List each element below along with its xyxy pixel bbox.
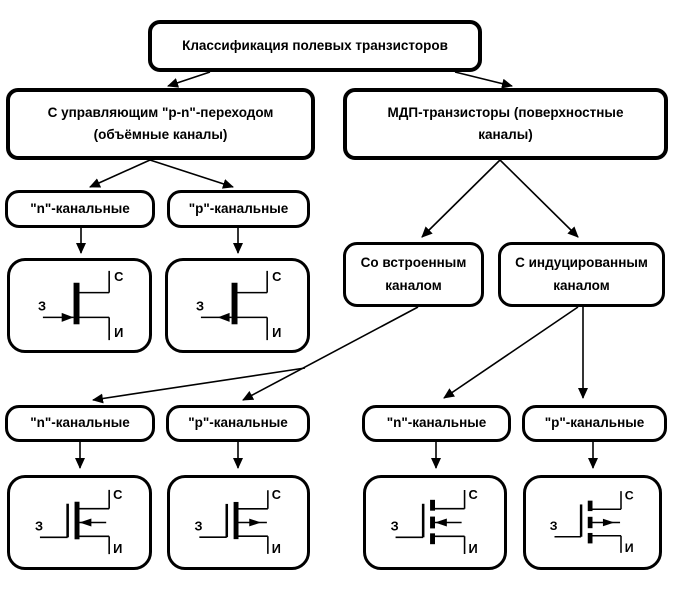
gate-label: З	[550, 519, 558, 533]
induced-label-line1: С индуцированным	[515, 255, 648, 271]
jfet-n-symbol-box: З С И	[7, 258, 152, 353]
arrow-induced-to-n	[443, 306, 579, 399]
gate-label: З	[38, 298, 46, 313]
mosfet-built-n-symbol: З С И	[35, 487, 122, 556]
mosfet-induced-p-label: "p"-канальные	[544, 415, 645, 431]
source-label: И	[113, 541, 122, 556]
mosfet-built-p-symbol-box: З С И	[167, 475, 310, 570]
drain-label: С	[469, 487, 478, 502]
source-label: И	[272, 541, 281, 556]
drain-label: С	[114, 269, 123, 284]
title-box: Классификация полевых транзисторов	[148, 20, 482, 72]
arrow-mdp-to-built	[421, 159, 501, 238]
drain-label: С	[272, 269, 281, 284]
pn-junction-label-line1: С управляющим "p-n"-переходом	[47, 104, 274, 120]
mdp-label-line1: МДП-транзисторы (поверхностные	[387, 104, 624, 120]
mosfet-built-p-label-box: "p"-канальные	[166, 405, 310, 442]
jfet-n-label-box: "n"-канальные	[5, 190, 155, 228]
arrow-mdp-to-induced	[499, 159, 579, 238]
substrate-arrow-in	[435, 518, 447, 527]
source-label: И	[625, 541, 634, 555]
mosfet-built-n-symbol-box: З С И	[7, 475, 152, 570]
mosfet-induced-p-symbol-box: З С И	[523, 475, 662, 570]
arrow-title-to-mdp	[454, 71, 513, 89]
built-label-line1: Со встроенным	[360, 255, 467, 271]
gate-label: З	[194, 518, 202, 533]
gate-label: З	[35, 518, 43, 533]
arrow-built-to-n	[92, 367, 306, 404]
arrow-pn-to-n	[89, 159, 151, 188]
jfet-p-symbol: З С И	[196, 269, 281, 340]
source-label: И	[469, 541, 478, 556]
drain-label: С	[272, 487, 281, 502]
jfet-n-label: "n"-канальные	[30, 200, 130, 216]
substrate-arrow-out	[602, 518, 615, 527]
source-label: И	[272, 325, 281, 340]
jfet-p-label-box: "p"-канальные	[167, 190, 310, 228]
source-label: И	[114, 325, 123, 340]
arrow-title-to-pn	[167, 71, 211, 88]
mosfet-built-n-label-box: "n"-канальные	[5, 405, 155, 442]
arrow-pn-to-p	[149, 159, 234, 189]
built-channel-box: Со встроенным каналом	[343, 242, 484, 307]
gate-label: З	[196, 298, 204, 313]
gate-label: З	[391, 518, 399, 533]
gate-arrow-out	[217, 312, 230, 322]
induced-label-line2: каналом	[553, 277, 610, 293]
drain-label: С	[625, 489, 634, 503]
mosfet-induced-n-label: "n"-канальные	[386, 415, 487, 431]
pn-junction-label-line2: (объёмные каналы)	[93, 127, 228, 142]
built-label-line2: каналом	[385, 277, 442, 293]
mdp-label-line2: каналы)	[478, 127, 533, 142]
substrate-arrow-in	[79, 518, 92, 527]
jfet-n-symbol: З С И	[38, 269, 123, 340]
drain-label: С	[113, 487, 122, 502]
mosfet-induced-n-symbol-box: З С И	[363, 475, 507, 570]
mosfet-induced-n-symbol: З С И	[391, 487, 478, 556]
induced-channel-box: С индуцированным каналом	[498, 242, 665, 307]
jfet-p-label: "p"-канальные	[188, 200, 289, 216]
arrow-built-to-p	[242, 306, 419, 401]
pn-junction-box: С управляющим "p-n"-переходом (объёмные …	[6, 88, 315, 160]
mosfet-built-p-label: "p"-канальные	[188, 415, 288, 431]
substrate-arrow-out	[249, 518, 262, 527]
mosfet-induced-p-symbol: З С И	[550, 489, 634, 555]
mosfet-induced-p-label-box: "p"-канальные	[522, 405, 667, 442]
jfet-p-symbol-box: З С И	[165, 258, 310, 353]
mosfet-induced-n-label-box: "n"-канальные	[362, 405, 511, 442]
gate-arrow-in	[61, 312, 74, 322]
mosfet-built-n-label: "n"-канальные	[30, 415, 130, 431]
title-label: Классификация полевых транзисторов	[182, 37, 448, 53]
mosfet-built-p-symbol: З С И	[194, 487, 281, 556]
mdp-box: МДП-транзисторы (поверхностные каналы)	[343, 88, 668, 160]
